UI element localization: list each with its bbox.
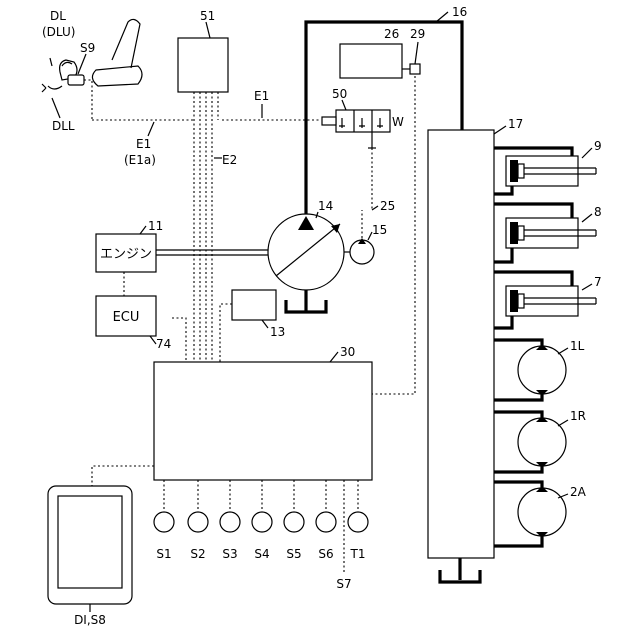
sensor-t1 [348, 512, 368, 532]
label-s7: S7 [336, 577, 351, 591]
label-25: 25 [380, 199, 395, 213]
sensor-s6 [316, 512, 336, 532]
label-29: 29 [410, 27, 425, 41]
controller-30 [154, 362, 372, 480]
unit-26 [340, 44, 402, 78]
label-s5: S5 [286, 547, 301, 561]
label-1l: 1L [570, 339, 585, 353]
label-w: W [392, 115, 404, 129]
label-dll: DLL [52, 119, 75, 133]
sensor-s3 [220, 512, 240, 532]
label-e1-top: E1 [254, 89, 269, 103]
label-7: 7 [594, 275, 602, 289]
unit-51 [178, 38, 228, 92]
label-dl: DL [50, 9, 66, 23]
label-11: 11 [148, 219, 163, 233]
cylinder-7 [494, 272, 596, 328]
label-50: 50 [332, 87, 347, 101]
engine-label: エンジン [100, 247, 152, 262]
label-2a: 2A [570, 485, 587, 499]
control-valve-block-17 [428, 130, 494, 558]
label-17: 17 [508, 117, 523, 131]
label-s2: S2 [190, 547, 205, 561]
cylinder-9 [494, 148, 596, 194]
sensor-s4 [252, 512, 272, 532]
label-15: 15 [372, 223, 387, 237]
label-16: 16 [452, 5, 467, 19]
motor-1l [494, 340, 566, 400]
display-di-s8 [48, 486, 132, 604]
label-13: 13 [270, 325, 285, 339]
control-valve-50 [322, 110, 390, 148]
label-74: 74 [156, 337, 171, 351]
label-s6: S6 [318, 547, 333, 561]
cylinder-8 [494, 204, 596, 262]
label-e2: E2 [222, 153, 237, 167]
motor-1r [494, 412, 566, 472]
sensor-s2 [188, 512, 208, 532]
label-1r: 1R [570, 409, 586, 423]
label-e1a: (E1a) [124, 153, 156, 167]
label-26: 26 [384, 27, 399, 41]
label-t1: T1 [350, 547, 366, 561]
label-s9: S9 [80, 41, 95, 55]
s9-switch [68, 75, 84, 85]
label-dlu: (DLU) [42, 25, 75, 39]
label-s4: S4 [254, 547, 269, 561]
label-s1: S1 [156, 547, 171, 561]
sensor-29 [410, 64, 420, 74]
sensors [154, 512, 368, 532]
motor-2a [494, 482, 566, 546]
main-pump-14 [268, 214, 344, 312]
label-di-s8: DI,S8 [74, 613, 106, 627]
label-51: 51 [200, 9, 215, 23]
label-8: 8 [594, 205, 602, 219]
label-s3: S3 [222, 547, 237, 561]
sensor-s1 [154, 512, 174, 532]
regulator-13 [232, 290, 276, 320]
label-e1-left: E1 [136, 137, 151, 151]
label-14: 14 [318, 199, 333, 213]
sensor-s5 [284, 512, 304, 532]
label-30: 30 [340, 345, 355, 359]
label-9: 9 [594, 139, 602, 153]
ecu-label: ECU [113, 310, 140, 325]
